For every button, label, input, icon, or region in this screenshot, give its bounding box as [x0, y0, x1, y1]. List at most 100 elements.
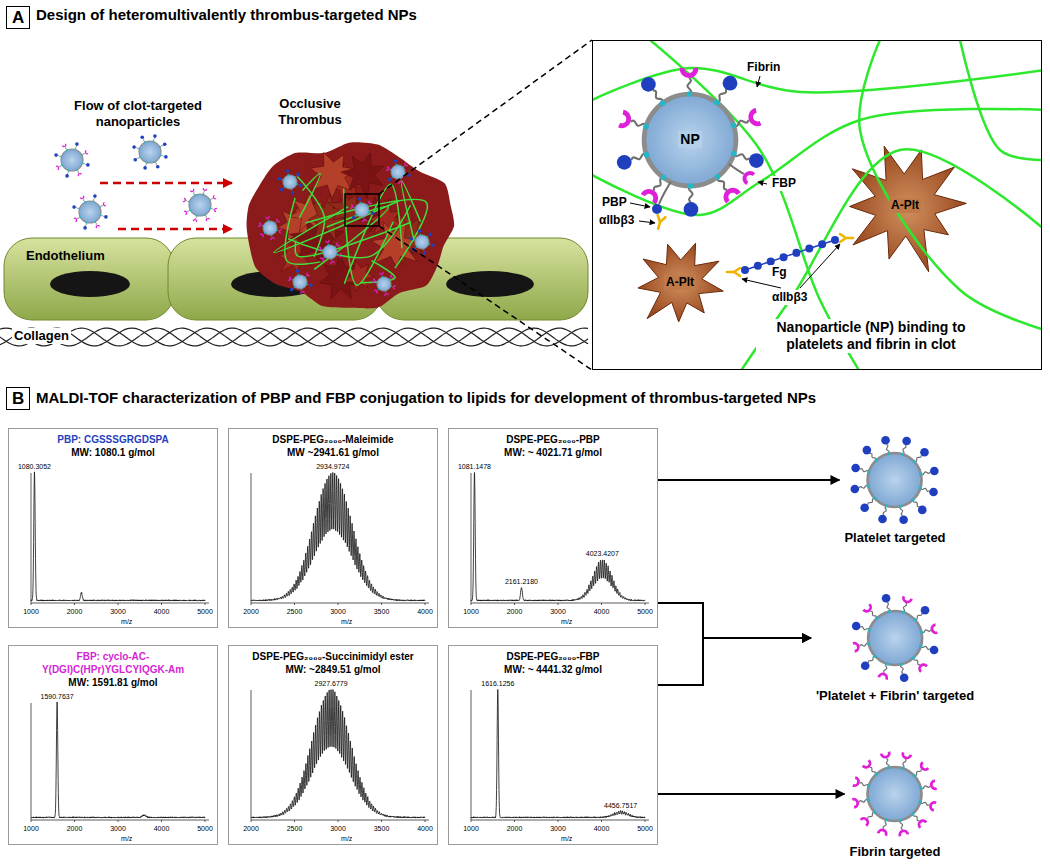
fbp-ligand [372, 278, 375, 282]
fbp-ligand [641, 189, 658, 204]
fibrin-strand [360, 261, 395, 283]
peg-tether [355, 215, 357, 217]
peg-tether [211, 208, 215, 209]
lipid-anchor [144, 141, 146, 143]
lipid-anchor [291, 188, 293, 190]
panel-letter-text: B [12, 388, 24, 409]
peg-tether [363, 217, 365, 219]
peg-tether [143, 139, 145, 142]
thrombus [247, 142, 455, 308]
peg-tether [297, 273, 299, 275]
spectrum-plot [229, 429, 437, 627]
lipid-anchor [284, 186, 286, 188]
compound-name: DSPE-PEG₂₀₀₀-PBP [455, 433, 651, 446]
spectrum-annotation: 4000 [417, 824, 433, 833]
fbp-ligand [384, 293, 388, 296]
pbp-ligand [140, 135, 144, 139]
compound-name: PBP: CGSSSGRGDSPA [15, 433, 211, 446]
peg-tether [297, 184, 299, 186]
peg-tether [210, 198, 213, 200]
pbp-ligand [164, 155, 168, 159]
fbp-ligand [862, 603, 872, 613]
lipid-anchor [76, 169, 78, 171]
lipid-anchor [868, 470, 871, 473]
lipid-anchor [194, 194, 196, 196]
axis-tick [74, 603, 75, 605]
pbp-ligand [921, 606, 930, 615]
fbp-ligand [306, 272, 310, 276]
peg-tether [419, 233, 421, 235]
connector-arrow [658, 638, 811, 685]
pbp-ligand [65, 174, 69, 178]
lipid-anchor [61, 164, 63, 166]
lipid-anchor [336, 253, 338, 255]
np-type-label: Platelet targeted [844, 530, 945, 546]
spectrum-annotation: 2000 [243, 824, 259, 833]
lipid-anchor [912, 656, 915, 659]
fbp-ligand [880, 751, 891, 758]
spectrum-annotation: 2000 [507, 607, 523, 616]
np-type-label: Fibrin targeted [849, 844, 940, 860]
peg-tether [93, 198, 94, 202]
lipid-anchor [388, 278, 390, 280]
axis-tick [425, 820, 426, 822]
fbp-ligand [404, 162, 408, 166]
fbp-ligand [368, 200, 372, 204]
axis-tick [645, 820, 646, 822]
lipid-anchor [920, 472, 923, 475]
spectrum-annotation: 1000 [23, 824, 39, 833]
spectrum-panel: PBP: CGSSSGRGDSPAMW: 1080.1 g/mol [8, 428, 218, 628]
cell-nucleus [50, 271, 130, 297]
peg-tether [100, 205, 103, 207]
lipid-anchor [292, 279, 294, 281]
pbp-ligand [75, 142, 79, 146]
pbp-ligand [861, 661, 870, 670]
nanoparticle [617, 67, 764, 216]
fbp-ligand [902, 752, 913, 760]
zoom-guide [379, 226, 592, 370]
fbp-ligand [374, 290, 378, 294]
spectrum-trace [251, 472, 425, 600]
lipid-anchor [875, 459, 878, 462]
fbp-ligand [390, 274, 394, 278]
collagen-fibre [0, 328, 588, 346]
axis-tick [118, 820, 119, 822]
molecular-weight: MW ~2941.61 g/mol [235, 446, 431, 459]
pbp-ligand [388, 178, 392, 182]
pbp-ligand [352, 216, 356, 220]
axis-tick [251, 603, 252, 605]
compound-name: FBP: cyclo-AC-Y(DGI)C(HPr)YGLCYIQGK-Am [15, 650, 211, 676]
pbp-ligand [617, 155, 632, 170]
spectrum-annotation: 4000 [594, 607, 610, 616]
spectrum-annotation: 1616.1256 [481, 679, 514, 688]
lipid-anchor [92, 201, 94, 203]
lipid-anchor [913, 460, 916, 463]
lipid-anchor [885, 662, 888, 665]
illustration-label: Collagen [12, 328, 71, 344]
spectrum-annotation: 2000 [67, 824, 83, 833]
peg-tether [659, 182, 671, 204]
spectrum-plot [9, 429, 217, 627]
spectrum-annotation: m/z [341, 834, 352, 843]
peg-tether [369, 212, 371, 214]
lipid-anchor [912, 498, 915, 501]
fbp-ligand [852, 798, 859, 809]
peg-tether [283, 187, 285, 189]
spectrum-annotation: 5000 [197, 607, 213, 616]
lipid-anchor [919, 486, 922, 489]
nanoparticle-type: 'Platelet + Fibrin' targeted [811, 590, 979, 704]
lipid-anchor [868, 784, 871, 787]
lipid-anchor [901, 767, 904, 770]
collagen-fibre [0, 328, 588, 346]
lipid-anchor [99, 206, 101, 208]
panel-letter: A [6, 6, 30, 29]
lipid-anchor [919, 800, 922, 803]
connector-arrow [658, 603, 811, 638]
fbp-ligand [362, 219, 366, 222]
lipid-anchor [268, 220, 270, 222]
spectrum-annotation: 4000 [417, 607, 433, 616]
lipid-anchor [86, 222, 88, 224]
pbp-ligand [296, 173, 300, 177]
fbp-ligand [918, 819, 928, 829]
fibrin-strand [314, 207, 388, 270]
